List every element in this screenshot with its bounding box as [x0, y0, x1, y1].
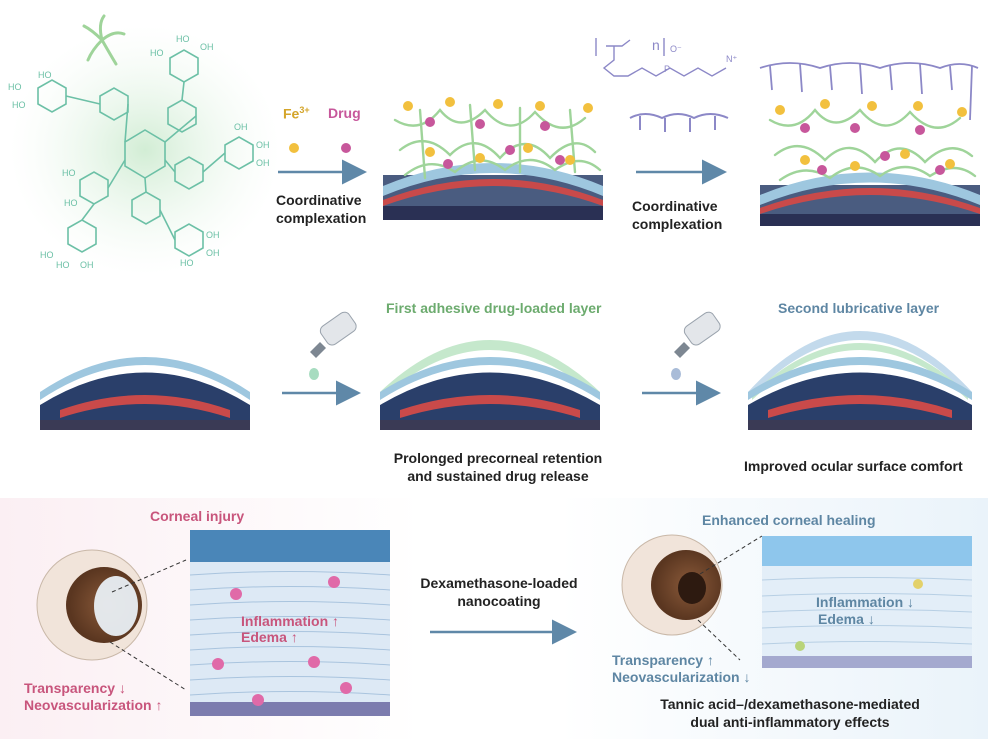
eye-cross-section-1	[383, 163, 603, 220]
eye-coated-layer1	[380, 340, 600, 430]
svg-text:OH: OH	[256, 140, 270, 150]
eye-coated-layer2	[748, 331, 972, 430]
svg-text:HO: HO	[176, 34, 190, 44]
svg-text:HO: HO	[8, 82, 22, 92]
inflammation2-down-arrow: ↓	[907, 594, 915, 610]
polymer-brush-icon	[629, 113, 729, 132]
transparency-text: Transparency	[24, 680, 116, 696]
drug-label: Drug	[328, 105, 361, 121]
step2-line2: complexation	[632, 215, 723, 232]
inflammation-label: Inflammation ↑	[241, 613, 339, 631]
neovascularization-text: Neovascularization	[24, 697, 152, 713]
healed-tissue	[761, 536, 973, 668]
fe-ions-1	[403, 97, 593, 165]
treatment-label: Dexamethasone-loaded nanocoating	[404, 575, 594, 610]
svg-text:HO: HO	[38, 70, 52, 80]
fe-ions-2	[775, 99, 967, 171]
svg-text:N⁺: N⁺	[726, 54, 737, 64]
svg-text:OH: OH	[200, 42, 214, 52]
effects-line1: Tannic acid–/dexamethasone-mediated	[660, 696, 920, 712]
transparency2-text: Transparency	[612, 652, 704, 668]
green-drop	[309, 368, 319, 380]
svg-text:OH: OH	[256, 158, 270, 168]
fe-label: Fe3+	[283, 105, 310, 123]
inflammation-up-arrow: ↑	[332, 613, 340, 629]
drug-molecules-1	[425, 117, 565, 169]
fe-ion-dot	[289, 143, 299, 153]
treatment-line1: Dexamethasone-loaded	[420, 575, 578, 591]
drug-molecules-2	[800, 123, 945, 175]
inflammation-text: Inflammation	[241, 613, 329, 629]
svg-text:HO: HO	[62, 168, 76, 178]
inflammation2-label: Inflammation ↓	[816, 594, 914, 612]
step1-line2: complexation	[276, 209, 367, 226]
svg-text:n: n	[652, 37, 660, 53]
layer2-caption: Improved ocular surface comfort	[744, 458, 963, 474]
brush-layer-2	[759, 62, 979, 121]
layer1-caption: Prolonged precorneal retention and susta…	[388, 450, 608, 485]
polymer-structure: n O⁻ P N⁺	[595, 37, 737, 77]
svg-text:OH: OH	[206, 230, 220, 240]
layer2-title: Second lubricative layer	[778, 300, 940, 316]
transparency2-up-arrow: ↑	[706, 652, 714, 668]
drug-dot	[341, 143, 351, 153]
step1-line1: Coordinative	[276, 192, 362, 208]
edema-label: Edema ↑	[241, 629, 298, 647]
svg-text:HO: HO	[64, 198, 78, 208]
blue-drop	[671, 368, 681, 380]
svg-text:OH: OH	[234, 122, 248, 132]
svg-text:OH: OH	[80, 260, 94, 270]
neovascularization2-text: Neovascularization	[612, 669, 740, 685]
transparency2-label: Transparency ↑	[612, 652, 714, 670]
svg-text:HO: HO	[180, 258, 194, 268]
edema-text: Edema	[241, 629, 287, 645]
edema2-label: Edema ↓	[818, 611, 875, 629]
edema-up-arrow: ↑	[290, 629, 298, 645]
step2-line1: Coordinative	[632, 198, 718, 214]
svg-text:HO: HO	[150, 48, 164, 58]
transparency-down-arrow: ↓	[118, 680, 126, 696]
transparency-label: Transparency ↓	[24, 680, 126, 698]
svg-text:OH: OH	[206, 248, 220, 258]
neovascularization-up-arrow: ↑	[155, 697, 163, 713]
edema2-down-arrow: ↓	[867, 611, 875, 627]
neovascularization2-down-arrow: ↓	[743, 669, 751, 685]
dropper-bottle-2	[671, 311, 721, 380]
injury-title: Corneal injury	[150, 508, 245, 524]
fe-text: Fe	[283, 105, 300, 122]
layer1-title: First adhesive drug-loaded layer	[386, 300, 602, 316]
effects-label: Tannic acid–/dexamethasone-mediated dual…	[640, 696, 940, 731]
step2-label: Coordinative complexation	[632, 198, 722, 233]
svg-text:HO: HO	[40, 250, 54, 260]
step1-label: Coordinative complexation	[276, 192, 366, 227]
svg-text:HO: HO	[56, 260, 70, 270]
svg-text:P: P	[664, 64, 670, 74]
dropper-bottle-1	[309, 311, 357, 380]
eye-cross-section-2	[760, 172, 980, 226]
layer1-caption-line1: Prolonged precorneal retention	[393, 450, 603, 466]
effects-line2: dual anti-inflammatory effects	[690, 713, 890, 730]
healed-eye-ball	[621, 534, 763, 661]
injured-eye-ball	[36, 549, 187, 691]
neovascularization2-label: Neovascularization ↓	[612, 669, 751, 687]
healing-title: Enhanced corneal healing	[702, 512, 876, 528]
svg-text:O⁻: O⁻	[670, 44, 682, 54]
layer1-caption-line2: and sustained drug release	[407, 467, 589, 484]
treatment-line2: nanocoating	[457, 592, 541, 609]
eye-bare-middle	[40, 357, 250, 430]
inflammation2-text: Inflammation	[816, 594, 904, 610]
star-polymer-icon	[82, 14, 126, 66]
injured-tissue	[189, 530, 391, 716]
fe-charge: 3+	[299, 105, 310, 115]
neovascularization-label: Neovascularization ↑	[24, 697, 163, 715]
edema2-text: Edema	[818, 611, 864, 627]
svg-text:HO: HO	[12, 100, 26, 110]
